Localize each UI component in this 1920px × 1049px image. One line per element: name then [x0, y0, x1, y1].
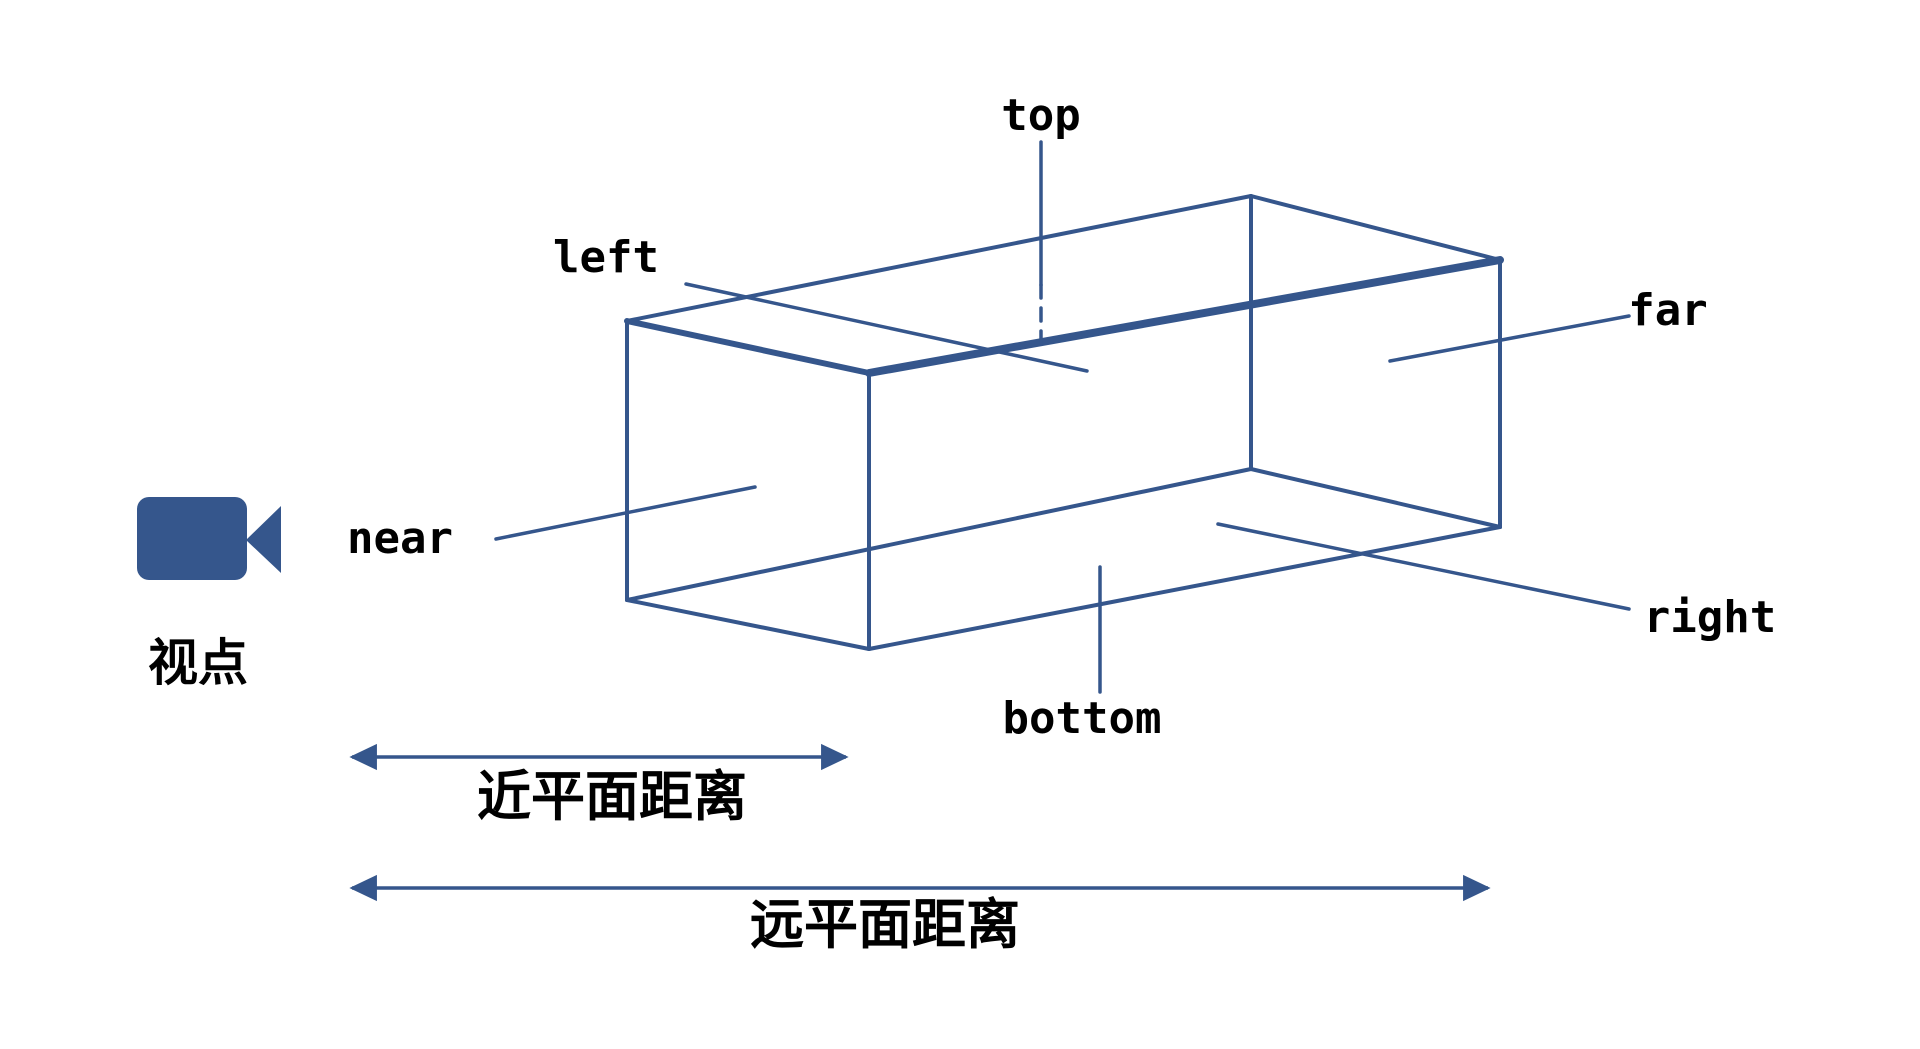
right-leader-line	[1216, 522, 1631, 611]
label-top: top	[1001, 90, 1080, 141]
box-edge-back-bottom	[1249, 467, 1502, 529]
left-leader-line	[684, 282, 1089, 373]
labels: top left far near right bottom 视点 近平面距离 …	[148, 90, 1776, 956]
label-far-plane-distance: 远平面距离	[750, 893, 1020, 956]
box-edge-front-bottom	[625, 598, 871, 651]
box-edge-bottom-right	[867, 525, 1502, 651]
label-left: left	[553, 232, 659, 283]
label-viewpoint: 视点	[148, 634, 248, 692]
camera-icon	[137, 497, 281, 580]
near-leader-line	[494, 485, 757, 541]
box-edge-back-top	[1249, 194, 1502, 262]
camera-lens-triangle	[246, 506, 281, 573]
box-edge-bottom-left	[625, 467, 1253, 602]
leader-lines	[494, 140, 1631, 694]
box-edge-top-right	[865, 256, 1504, 377]
label-right: right	[1644, 592, 1776, 643]
distance-arrows	[349, 743, 1491, 902]
view-volume-box	[624, 194, 1504, 651]
label-near-plane-distance: 近平面距离	[477, 765, 747, 828]
box-edge-front-top	[624, 318, 872, 376]
box-edge-top-left	[625, 194, 1253, 323]
label-bottom: bottom	[1003, 693, 1162, 744]
label-near: near	[347, 513, 453, 564]
far-leader-line	[1388, 314, 1631, 363]
label-far: far	[1628, 285, 1707, 336]
camera-body	[137, 497, 247, 580]
